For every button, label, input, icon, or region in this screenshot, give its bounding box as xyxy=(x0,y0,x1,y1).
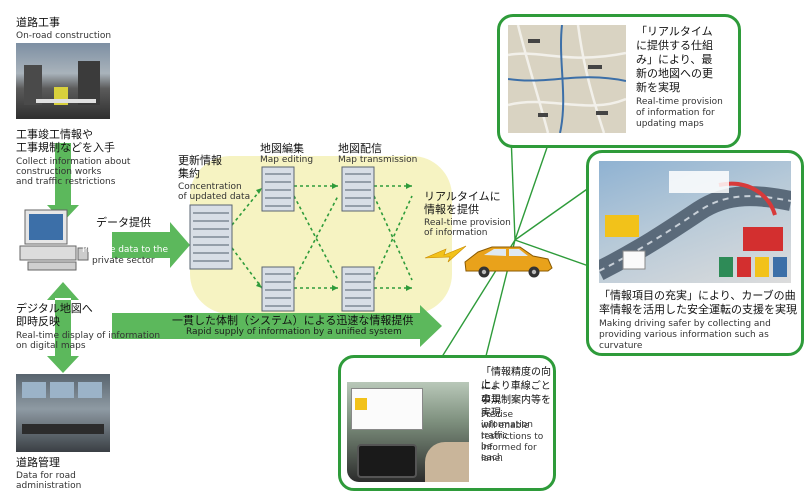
realtime-jp-2: 情報を提供 xyxy=(424,203,479,216)
collect-en-3: and traffic restrictions xyxy=(16,177,116,187)
collect-jp-2: 工事規制などを入手 xyxy=(16,141,115,154)
provide-jp: データ提供 xyxy=(96,216,151,229)
update-jp-2: 集約 xyxy=(178,167,200,180)
editing-jp: 地図編集 xyxy=(260,142,304,155)
panel-top-jp-3: み」により、最 xyxy=(636,53,713,66)
collect-jp-1: 工事竣工情報や xyxy=(16,128,93,141)
panel-bot-jp-1: 「情報精度の向上」 xyxy=(481,367,551,391)
digital-jp-2: 即時反映 xyxy=(16,315,60,328)
panel-curvature: 「情報項目の充実」により、カーブの曲 率情報を活用した安全運転の支援を実現 Ma… xyxy=(586,150,804,356)
digital-jp-1: デジタル地図へ xyxy=(16,302,93,315)
panel-top-en-3: updating maps xyxy=(636,119,704,129)
panel-mid-en-3: curvature xyxy=(599,341,643,351)
panel-mid-jp-1: 「情報項目の充実」により、カーブの曲 xyxy=(599,289,796,302)
panel-top-jp-1: 「リアルタイム xyxy=(636,25,713,38)
curve-navigation-image xyxy=(599,161,791,283)
collect-en-2: construction works xyxy=(16,167,102,177)
panel-top-jp-4: 新の地図への更 xyxy=(636,67,713,80)
panel-bot-en-4: informed for each xyxy=(481,443,537,463)
road-construction-photo xyxy=(16,43,110,119)
server-editing-top-icon xyxy=(261,166,295,212)
rapid-en: Rapid supply of information by a unified… xyxy=(186,327,402,337)
provide-en-1: Provide data to the xyxy=(82,245,169,255)
digital-en-1: Real-time display of information xyxy=(16,331,161,341)
panel-top-en-1: Real-time provision xyxy=(636,97,723,107)
rapid-jp: 一貫した体制（システム）による迅速な情報提供 xyxy=(172,314,414,327)
car-icon xyxy=(464,246,553,278)
transmission-en: Map transmission xyxy=(338,155,418,165)
update-jp-1: 更新情報 xyxy=(178,154,222,167)
digital-en-2: on digital maps xyxy=(16,341,86,351)
panel-top-jp-2: に提供する仕組 xyxy=(636,39,713,52)
panel-top-jp-5: 新を実現 xyxy=(636,81,680,94)
road-admin-jp: 道路管理 xyxy=(16,456,60,469)
editing-en: Map editing xyxy=(260,155,314,165)
arrow-up-1 xyxy=(47,282,79,300)
provide-en-2: private sector xyxy=(92,256,155,266)
arrow-down-1 xyxy=(47,143,79,222)
arrow-down-2 xyxy=(47,300,79,373)
panel-bot-en-2: will enable traffic xyxy=(481,421,530,441)
panel-mid-en-1: Making driving safer by collecting and xyxy=(599,319,771,329)
panel-bot-en-3: restrictions to be xyxy=(481,432,544,452)
road-construction-title: 道路工事 xyxy=(16,16,60,29)
transmission-jp: 地図配信 xyxy=(338,142,382,155)
road-admin-en-2: administration xyxy=(16,481,82,491)
panel-top-en-2: of information for xyxy=(636,108,715,118)
road-admin-en-1: Data for road xyxy=(16,471,76,481)
server-transmission-bottom-icon xyxy=(341,266,375,312)
computer-icon xyxy=(19,209,89,271)
panel-bot-jp-2: により車線ごとの工 xyxy=(481,381,551,405)
panel-mid-en-2: providing various information such as xyxy=(599,330,769,340)
dashboard-image xyxy=(347,382,469,482)
rapid-arrow xyxy=(112,305,442,347)
realtime-en-1: Real-time provision xyxy=(424,218,511,228)
panel-mid-jp-2: 率情報を活用した安全運転の支援を実現 xyxy=(599,303,797,316)
road-construction-subtitle: On-road construction xyxy=(16,31,112,41)
update-en-2: of updated data xyxy=(178,192,251,202)
collect-en-1: Collect information about xyxy=(16,157,131,167)
server-transmission-top-icon xyxy=(341,166,375,212)
server-editing-bottom-icon xyxy=(261,266,295,312)
provide-arrow xyxy=(112,222,190,268)
realtime-en-2: of information xyxy=(424,228,488,238)
panel-bot-jp-3: 事規制案内等を実現 xyxy=(481,395,551,419)
realtime-jp-1: リアルタイムに xyxy=(424,190,501,203)
signal-bolt-icon xyxy=(424,245,467,263)
server-update-icon xyxy=(189,204,233,270)
panel-realtime-maps: 「リアルタイム に提供する仕組 み」により、最 新の地図への更 新を実現 Rea… xyxy=(497,14,741,148)
map-image xyxy=(508,25,626,133)
update-en-1: Concentration xyxy=(178,182,242,192)
panel-bot-en-1: Precise information xyxy=(481,410,533,430)
road-admin-photo xyxy=(16,374,110,452)
panel-bot-en-5: lane. xyxy=(481,454,504,464)
panel-lane-restrictions: 「情報精度の向上」 により車線ごとの工 事規制案内等を実現 Precise in… xyxy=(338,355,556,491)
